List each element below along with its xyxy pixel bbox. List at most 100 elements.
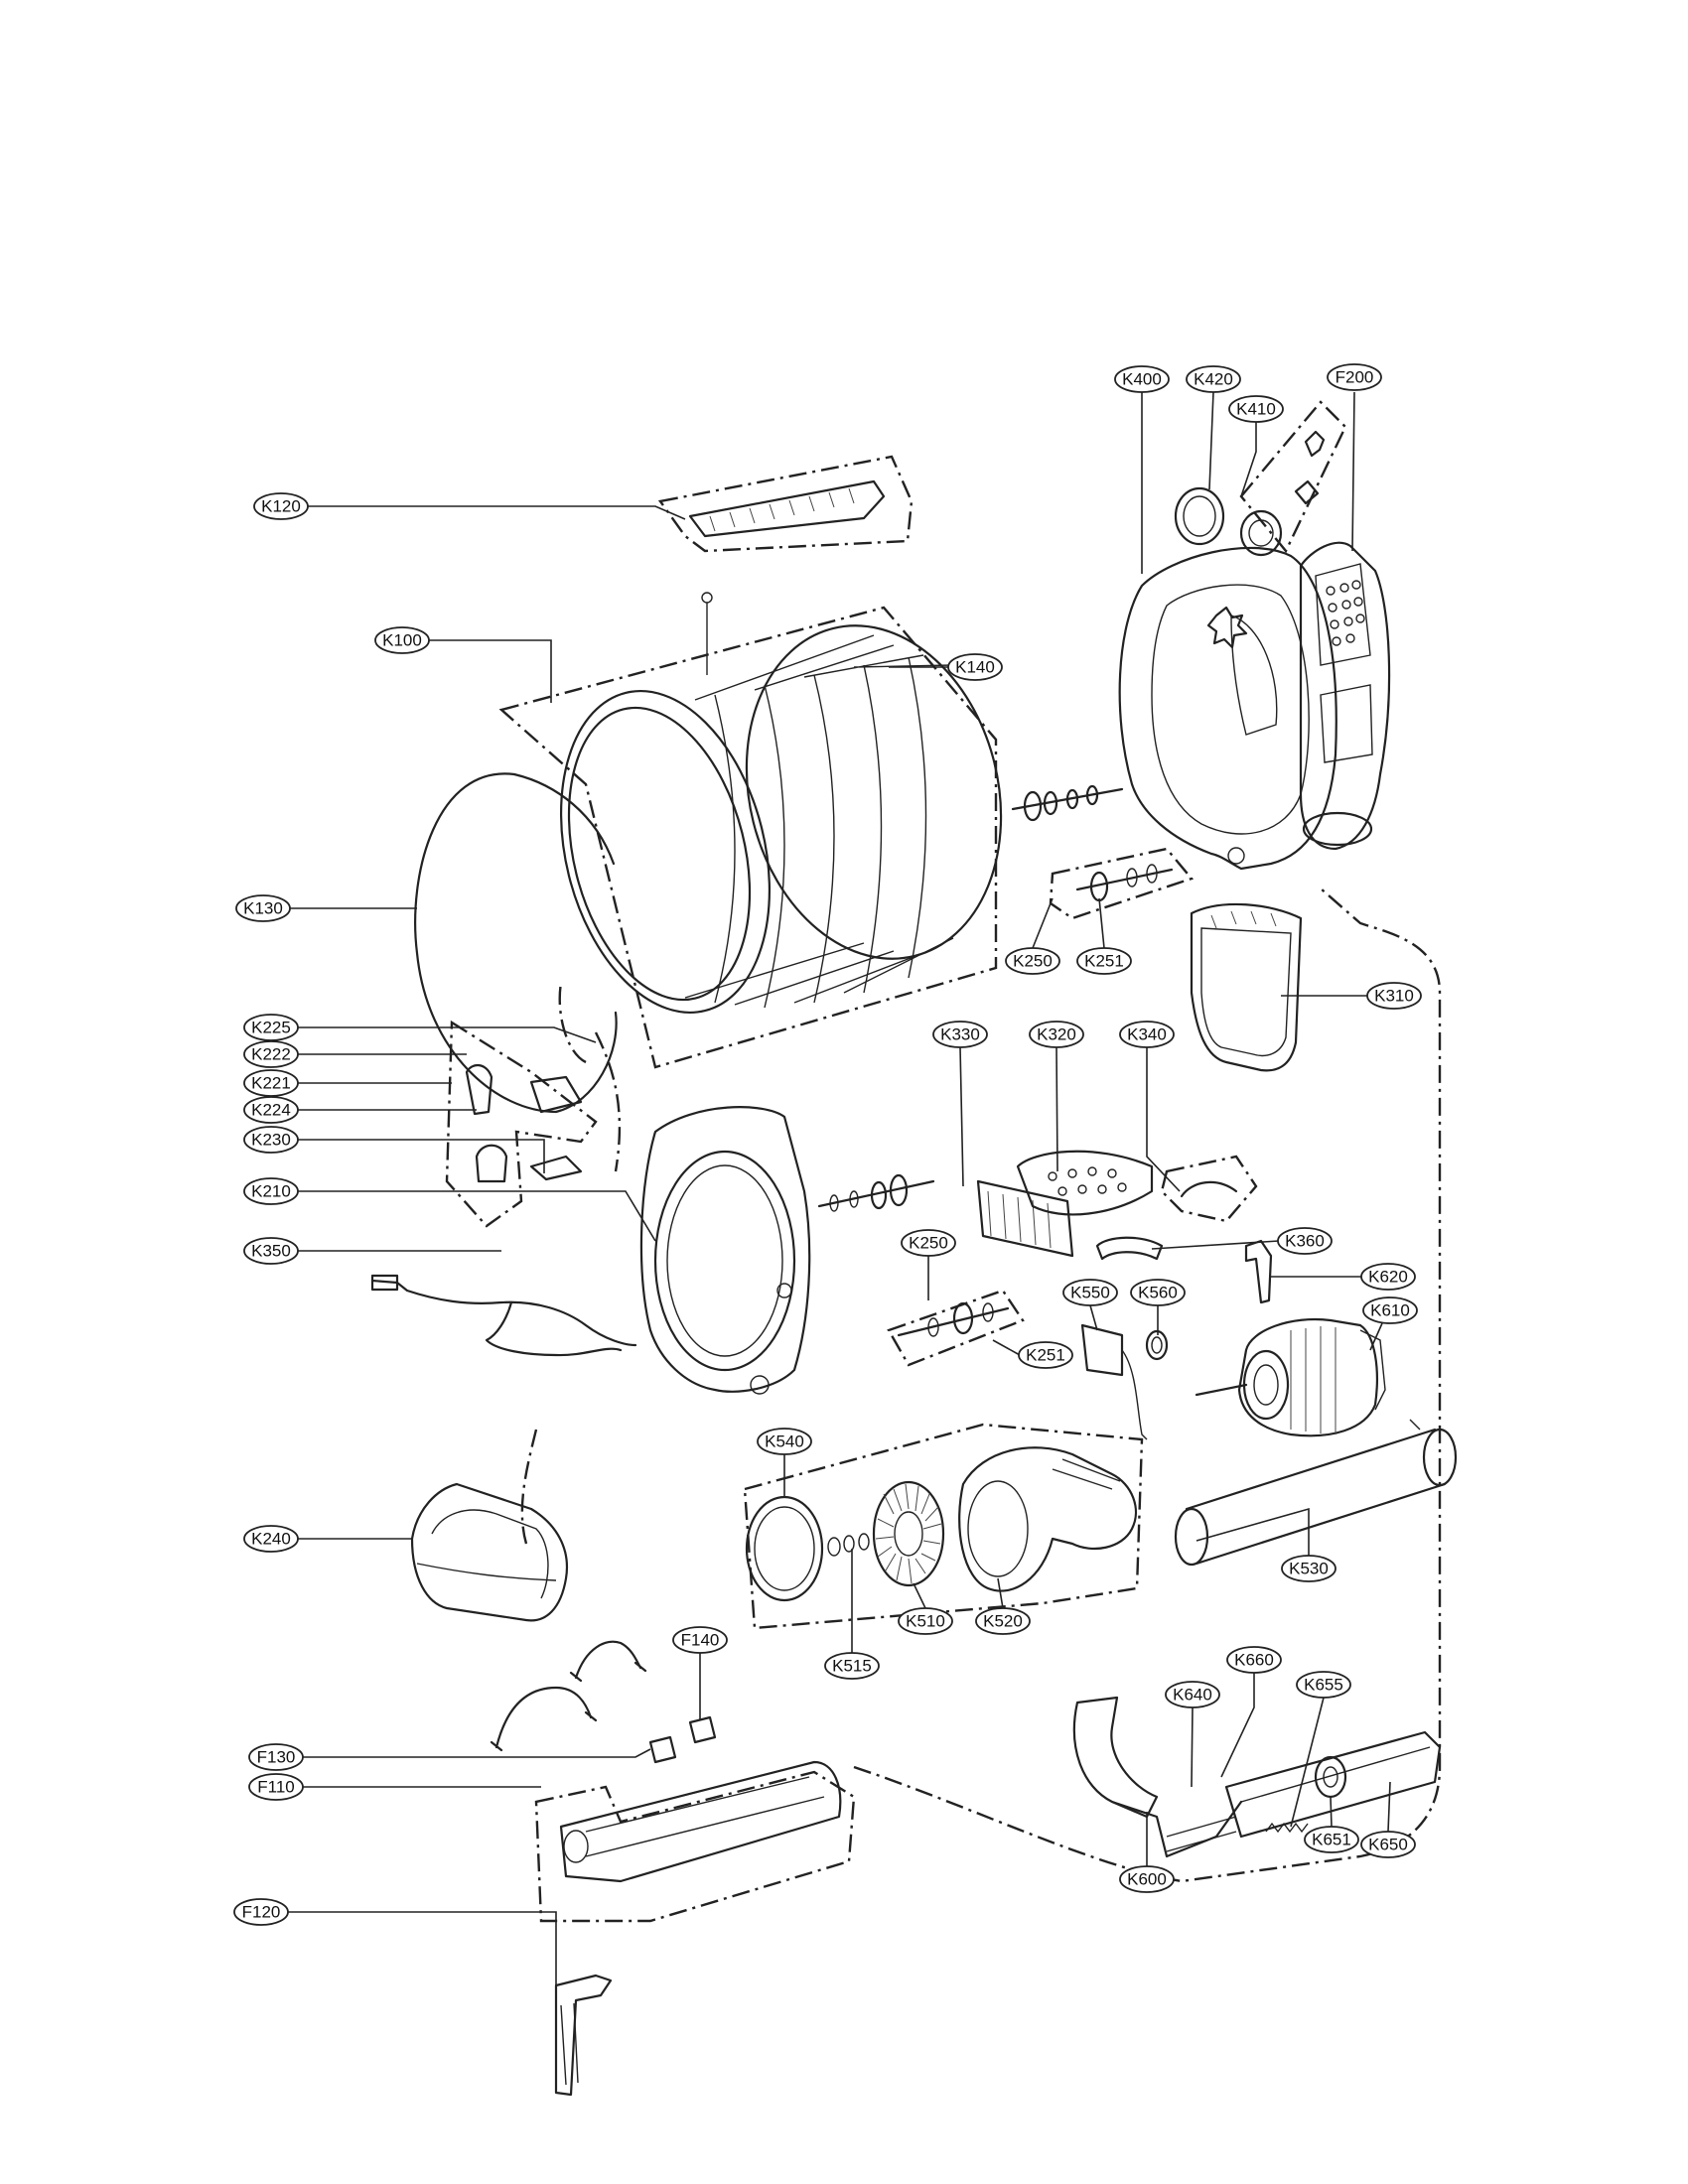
svg-text:K222: K222 [251,1045,291,1064]
svg-text:F140: F140 [681,1631,720,1650]
svg-text:K550: K550 [1070,1284,1110,1302]
callout-k222: K222 [243,1040,299,1068]
switch-k560 [1145,1329,1169,1361]
svg-text:K640: K640 [1173,1686,1212,1705]
callout-k100: K100 [374,626,430,654]
callout-k515: K515 [824,1652,880,1680]
svg-text:K210: K210 [251,1182,291,1201]
svg-text:K224: K224 [251,1101,291,1120]
callout-k410: K410 [1228,395,1284,423]
svg-text:K250: K250 [1013,952,1053,971]
roller-group-k250-k251-top [1049,847,1195,920]
idler-pulley-k651 [1314,1755,1347,1799]
callout-k520: K520 [975,1607,1031,1635]
svg-text:K320: K320 [1037,1025,1076,1044]
callout-k350: K350 [243,1237,299,1265]
callout-k540: K540 [757,1428,812,1455]
lamp-group [445,1020,598,1228]
drum-baffle-k120 [657,455,914,675]
svg-text:K420: K420 [1194,370,1233,389]
svg-text:K620: K620 [1368,1268,1408,1287]
svg-text:K221: K221 [251,1074,291,1093]
callout-k510: K510 [898,1607,953,1635]
leader-lines [288,391,1442,1990]
callout-k251-front: K251 [1018,1341,1073,1369]
svg-text:K130: K130 [243,899,283,918]
washers-k515 [827,1533,870,1557]
idler-spring-k655 [1265,1822,1309,1834]
svg-text:K140: K140 [955,658,995,677]
callout-f130: F130 [248,1743,304,1771]
wire-harness-k350 [370,1274,637,1357]
exhaust-pipe-k530 [1174,1419,1458,1567]
callout-k660: K660 [1226,1646,1282,1674]
lint-filter-k310 [1190,902,1303,1072]
callout-k420: K420 [1186,365,1241,393]
svg-text:K360: K360 [1285,1232,1325,1251]
bearing-ring-k420 [1174,486,1225,546]
blower-wheel-k510 [872,1480,945,1587]
svg-text:K515: K515 [832,1657,872,1676]
callout-k240: K240 [243,1525,299,1553]
svg-text:K250: K250 [909,1234,948,1253]
callout-k120: K120 [253,492,309,520]
callout-k400: K400 [1114,365,1170,393]
drum-front-seal-k130 [414,772,618,1114]
blower-housing-k520 [958,1446,1137,1592]
thermostat-f130 [648,1735,677,1764]
callout-k651: K651 [1304,1826,1359,1853]
lint-guide-k330 [976,1179,1074,1258]
svg-text:K540: K540 [765,1433,804,1451]
callout-k610: K610 [1362,1297,1418,1324]
front-bulkhead-k210 [639,1106,811,1395]
svg-text:K100: K100 [382,631,422,650]
callout-k320: K320 [1029,1021,1084,1048]
callout-f200: F200 [1327,363,1382,391]
svg-text:K240: K240 [251,1530,291,1549]
callout-k130: K130 [235,894,291,922]
callout-k221: K221 [243,1069,299,1097]
svg-text:K310: K310 [1374,987,1414,1006]
svg-text:F110: F110 [257,1778,295,1797]
svg-text:F130: F130 [257,1748,296,1767]
front-shaft [817,1173,935,1212]
callout-k250-top: K250 [1005,947,1060,975]
callout-k250-front: K250 [901,1229,956,1257]
svg-text:K650: K650 [1368,1836,1408,1854]
svg-text:K560: K560 [1138,1284,1178,1302]
svg-text:F200: F200 [1336,368,1374,387]
roller-group-k250-k251-front [887,1289,1025,1367]
svg-text:K120: K120 [261,497,301,516]
callout-f140: F140 [672,1626,728,1654]
callout-k650: K650 [1360,1831,1416,1858]
callout-k340: K340 [1119,1021,1175,1048]
svg-text:K651: K651 [1312,1831,1351,1849]
svg-text:K350: K350 [251,1242,291,1261]
svg-text:K510: K510 [906,1612,945,1631]
callout-f120: F120 [233,1898,289,1926]
callout-k140: K140 [947,653,1003,681]
lint-grille-k320 [1016,1150,1154,1216]
heater-wires [490,1640,647,1752]
thermostat-f140 [688,1715,717,1744]
svg-text:K251: K251 [1084,952,1124,971]
door-duct-k240 [410,1482,569,1622]
svg-text:K410: K410 [1236,400,1276,419]
gasket-k540 [745,1495,824,1602]
callout-f110: F110 [248,1773,304,1801]
callout-k210: K210 [243,1177,299,1205]
callout-k224: K224 [243,1096,299,1124]
callout-k310: K310 [1366,982,1422,1010]
idler-bracket-k650 [1224,1730,1442,1839]
exhaust-duct-f200 [1299,541,1391,851]
svg-text:K225: K225 [251,1019,291,1037]
rear-shaft [1011,784,1124,822]
base-bracket-k600 [1072,1696,1243,1858]
belt-k620 [1244,1239,1273,1304]
lint-seal-k360 [1095,1236,1164,1261]
drum-k140 [559,624,1003,1015]
callout-k225: K225 [243,1014,299,1041]
lint-seal-k340 [1160,1155,1258,1223]
svg-text:K600: K600 [1127,1870,1167,1889]
